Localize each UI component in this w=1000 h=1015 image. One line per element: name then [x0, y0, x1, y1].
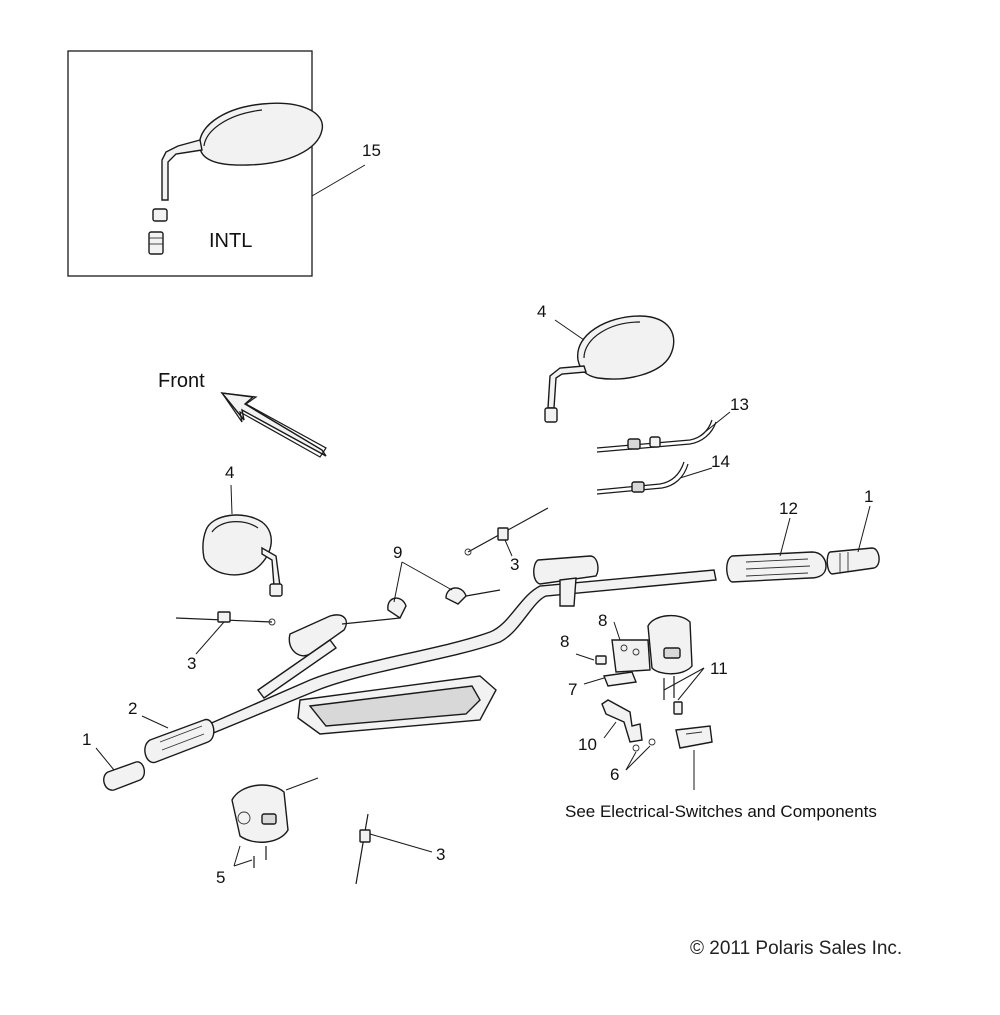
copyright-text: © 2011 Polaris Sales Inc. — [690, 938, 903, 959]
left-mirror-drawing — [202, 514, 283, 597]
handlebar-drawing — [198, 555, 717, 737]
callout-1-right: 1 — [864, 487, 874, 506]
clips — [341, 587, 501, 625]
front-arrow — [220, 392, 327, 458]
callout-13: 13 — [730, 395, 749, 414]
cable-tie-bottom — [355, 813, 371, 885]
callout-3-bottom: 3 — [436, 845, 446, 864]
right-grip-drawing — [726, 547, 880, 583]
callout-14: 14 — [711, 452, 730, 471]
callout-6: 6 — [610, 765, 620, 784]
callout-3-left: 3 — [187, 654, 197, 673]
intl-mirror-drawing — [148, 102, 324, 255]
cable-tie-left — [175, 611, 276, 626]
callout-1-left: 1 — [82, 730, 92, 749]
cable-tie-top — [464, 507, 549, 556]
left-grip-drawing — [103, 718, 215, 791]
callout-12: 12 — [779, 499, 798, 518]
right-switch-drawing — [595, 615, 713, 752]
callout-11: 11 — [710, 659, 728, 678]
callout-9: 9 — [393, 543, 403, 562]
callout-10: 10 — [578, 735, 597, 754]
front-label: Front — [158, 370, 205, 392]
intl-inset-box — [67, 50, 313, 277]
right-mirror-drawing — [544, 315, 675, 423]
callout-5: 5 — [216, 868, 226, 887]
callout-15: 15 — [362, 141, 381, 160]
electrical-note: See Electrical-Switches and Components — [565, 802, 877, 821]
callout-8-top: 8 — [598, 611, 608, 630]
left-switch-drawing — [231, 784, 289, 868]
throttle-cables — [596, 419, 717, 495]
intl-label: INTL — [209, 230, 253, 252]
callout-3-top: 3 — [510, 555, 520, 574]
leader-15 — [311, 164, 366, 197]
callout-2: 2 — [128, 699, 138, 718]
callout-4-top: 4 — [537, 302, 547, 321]
callout-8-left: 8 — [560, 632, 570, 651]
callout-4-left: 4 — [225, 463, 235, 482]
callout-7: 7 — [568, 680, 578, 699]
